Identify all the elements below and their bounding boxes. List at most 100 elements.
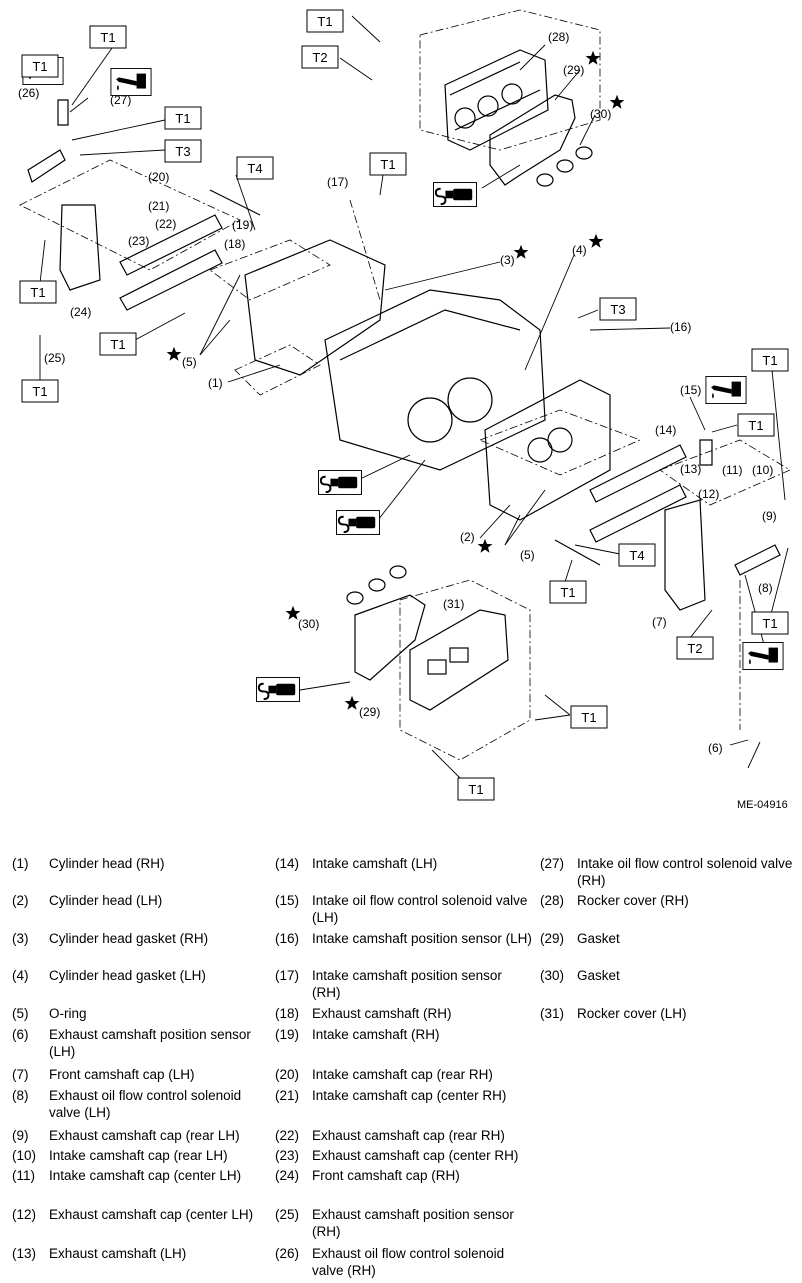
torque-label-box: T3 xyxy=(164,139,202,163)
legend-item-number: (16) xyxy=(275,931,300,946)
part-callout: (16) xyxy=(670,320,691,334)
legend-item-number: (28) xyxy=(540,893,565,908)
legend-item-number: (29) xyxy=(540,931,565,946)
legend-item-number: (11) xyxy=(12,1168,36,1183)
part-callout: (24) xyxy=(70,305,91,319)
star-icon xyxy=(513,244,529,259)
torque-label-box: T1 xyxy=(751,611,789,635)
legend-item-text: Exhaust camshaft cap (rear LH) xyxy=(49,1128,240,1143)
torque-label-box: T1 xyxy=(164,106,202,130)
legend-item-number: (5) xyxy=(12,1006,29,1021)
legend-item-number: (30) xyxy=(540,968,565,983)
engine-block xyxy=(244,239,611,521)
legend-item-text: Exhaust camshaft (LH) xyxy=(49,1246,187,1261)
torque-label: T1 xyxy=(762,353,777,368)
legend-item-number: (31) xyxy=(540,1006,565,1021)
legend-item-number: (23) xyxy=(275,1148,300,1163)
sealant-tube-icon xyxy=(433,182,477,207)
torque-label-box: T1 xyxy=(737,413,775,437)
camshafts-lh xyxy=(554,444,687,566)
legend-item-text: Cylinder head gasket (RH) xyxy=(49,931,209,946)
legend-item-number: (24) xyxy=(275,1168,300,1183)
legend-item-number: (8) xyxy=(12,1088,29,1103)
part-callout: (6) xyxy=(708,741,723,755)
figure-id: ME-04916 xyxy=(737,799,788,811)
exploded-view-diagram: T1T1T1T3T4T1T2T1T1T1T1T3T1T1T4T1T2T1T1T1… xyxy=(18,9,791,811)
torque-label: T1 xyxy=(100,30,115,45)
part-callout: (23) xyxy=(128,234,149,248)
legend-item-number: (27) xyxy=(540,856,565,871)
front-cam-cap-lh xyxy=(664,499,706,611)
torque-label: T1 xyxy=(748,418,763,433)
legend-item-text: Intake camshaft cap (rear LH) xyxy=(49,1148,228,1163)
part-callout: (2) xyxy=(460,530,475,544)
torque-label: T4 xyxy=(629,548,644,563)
part-callout: (25) xyxy=(44,351,65,365)
part-callout: (3) xyxy=(500,253,515,267)
legend-item-text: Front camshaft cap (LH) xyxy=(49,1067,195,1082)
gasket-upper xyxy=(489,94,576,186)
torque-label: T1 xyxy=(581,710,596,725)
part-callout: (17) xyxy=(327,175,348,189)
camshafts-rh xyxy=(119,189,261,311)
sealant-tube-icon xyxy=(336,510,380,535)
torque-label-box: T1 xyxy=(99,332,137,356)
part-callout: (31) xyxy=(443,597,464,611)
oil-can-icon xyxy=(110,68,152,96)
legend-item-text: Cylinder head (LH) xyxy=(49,893,163,908)
legend-item-number: (19) xyxy=(275,1027,300,1042)
part-callout: (30) xyxy=(298,617,319,631)
torque-label: T1 xyxy=(110,337,125,352)
oil-can-icon xyxy=(705,376,747,404)
star-icon xyxy=(477,538,493,553)
legend-item-text: Gasket xyxy=(577,968,620,983)
part-callouts: (26)(27)(20)(21)(22)(23)(19)(18)(24)(25)… xyxy=(18,30,777,755)
legend-item-number: (15) xyxy=(275,893,300,908)
legend-item-text: Intake camshaft cap (center LH) xyxy=(49,1168,242,1183)
legend-item-text: Intake camshaft (RH) xyxy=(312,1027,440,1042)
legend-item-text: Intake oil flow control solenoid valve (… xyxy=(577,856,793,888)
rocker-cover-rh xyxy=(444,49,549,151)
torque-label: T3 xyxy=(175,144,190,159)
legend-item-number: (7) xyxy=(12,1067,29,1082)
torque-label-box: T1 xyxy=(570,705,608,729)
torque-label: T4 xyxy=(247,161,262,176)
gasket-lower xyxy=(354,594,426,681)
legend-item-text: Exhaust camshaft cap (center LH) xyxy=(49,1207,254,1222)
legend-item-number: (14) xyxy=(275,856,300,871)
torque-label: T1 xyxy=(175,111,190,126)
legend-item-number: (20) xyxy=(275,1067,300,1082)
star-icon xyxy=(585,50,601,65)
assembly-lines xyxy=(19,9,791,761)
part-callout: (8) xyxy=(758,581,773,595)
part-callout: (14) xyxy=(655,423,676,437)
part-callout: (7) xyxy=(652,615,667,629)
legend-item-number: (2) xyxy=(12,893,29,908)
legend-item-text: Intake oil flow control solenoid valve (… xyxy=(312,893,528,925)
legend-item-number: (1) xyxy=(12,856,29,871)
part-callout: (22) xyxy=(155,217,176,231)
part-callout: (1) xyxy=(208,376,223,390)
torque-label: T1 xyxy=(560,585,575,600)
torque-label: T1 xyxy=(30,285,45,300)
torque-label-box: T1 xyxy=(89,25,127,49)
part-callout: (12) xyxy=(698,487,719,501)
torque-label: T3 xyxy=(610,302,625,317)
gasket-rings-upper xyxy=(536,146,593,187)
legend-item-number: (25) xyxy=(275,1207,300,1222)
part-callout: (29) xyxy=(359,705,380,719)
torque-label-box: T1 xyxy=(21,379,59,403)
legend-item-number: (21) xyxy=(275,1088,300,1103)
torque-label-box: T3 xyxy=(599,297,637,321)
torque-label: T1 xyxy=(380,157,395,172)
legend-item-text: Intake camshaft (LH) xyxy=(312,856,438,871)
part-callout: (27) xyxy=(110,93,131,107)
torque-label-box: T1 xyxy=(751,348,789,372)
torque-label-box: T1 xyxy=(19,280,57,304)
legend-item-number: (4) xyxy=(12,968,29,983)
legend-item-text: Cylinder head gasket (LH) xyxy=(49,968,206,983)
torque-label: T1 xyxy=(32,384,47,399)
legend-item-number: (3) xyxy=(12,931,29,946)
rocker-cover-lh xyxy=(409,609,509,711)
